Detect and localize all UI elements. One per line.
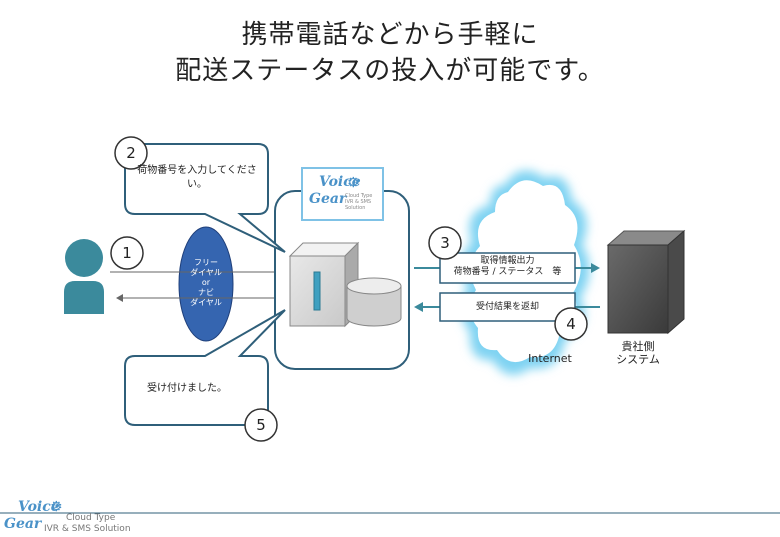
voicegear-logo-gear-icon: ⚙ — [347, 175, 360, 191]
step-3-number: 3 — [440, 234, 450, 252]
client-system-label: 貴社側 システム — [603, 340, 673, 366]
output-label-line-1: 取得情報出力 — [480, 256, 535, 266]
footer-logo-voice: Voice — [18, 499, 60, 515]
voicegear-logo-gear: Gear — [309, 191, 347, 207]
return-label-box — [439, 292, 576, 322]
voicegear-logo: Voice ⚙ Gear Cloud Type IVR & SMS Soluti… — [305, 171, 381, 217]
callout-input-text: 荷物番号を入力してください。 — [137, 165, 257, 190]
footer-logo-gear: Gear — [4, 516, 42, 532]
voicegear-logo-voice: Voice — [319, 174, 361, 190]
internet-label: Internet — [528, 352, 572, 365]
callout-accepted-text: 受け付けました。 — [147, 383, 227, 394]
output-label: 取得情報出力 荷物番号 / ステータス 等 — [442, 256, 573, 278]
caller-person-icon — [64, 239, 104, 314]
step-1-number: 1 — [122, 244, 132, 262]
dial-line-2: ダイヤル — [190, 268, 222, 277]
client-system-line-2: システム — [616, 353, 660, 366]
return-label: 受付結果を返却 — [475, 302, 539, 312]
step-2-number: 2 — [126, 144, 136, 162]
voicegear-logo-sub-2: IVR & SMS Solution — [345, 199, 372, 211]
footer-logo-sub-1: Cloud Type — [66, 513, 116, 523]
footer-logo-sub-2: IVR & SMS Solution — [44, 524, 131, 534]
output-label-box — [439, 252, 576, 284]
dial-ellipse — [178, 226, 234, 342]
step-5-number: 5 — [256, 416, 266, 434]
client-system-icon — [606, 229, 686, 335]
voicegear-logo-sub: Cloud Type IVR & SMS Solution — [345, 193, 381, 211]
title-line-2: 配送ステータスの投入が可能です。 — [175, 56, 605, 86]
footer-logo: Voice ⚙ Gear Cloud Type IVR & SMS Soluti… — [2, 499, 152, 535]
output-label-line-2: 荷物番号 / ステータス 等 — [453, 267, 562, 277]
footer-logo-gear-icon: ⚙ — [50, 499, 63, 515]
dial-label: フリー ダイヤル or ナビ ダイヤル — [182, 258, 230, 308]
dial-line-1: フリー — [194, 258, 218, 267]
client-system-line-1: 貴社側 — [621, 340, 655, 353]
voicegear-logo-sub-1: Cloud Type — [345, 193, 373, 199]
title-line-1: 携帯電話などから手軽に — [241, 20, 539, 50]
dial-line-4: ナビ — [198, 288, 214, 297]
step-circles — [110, 136, 588, 442]
database-icon — [346, 277, 402, 327]
voicegear-logo-box — [301, 167, 384, 221]
dial-line-5: ダイヤル — [190, 298, 222, 307]
dial-line-3: or — [201, 278, 211, 287]
step-4-number: 4 — [566, 315, 576, 333]
